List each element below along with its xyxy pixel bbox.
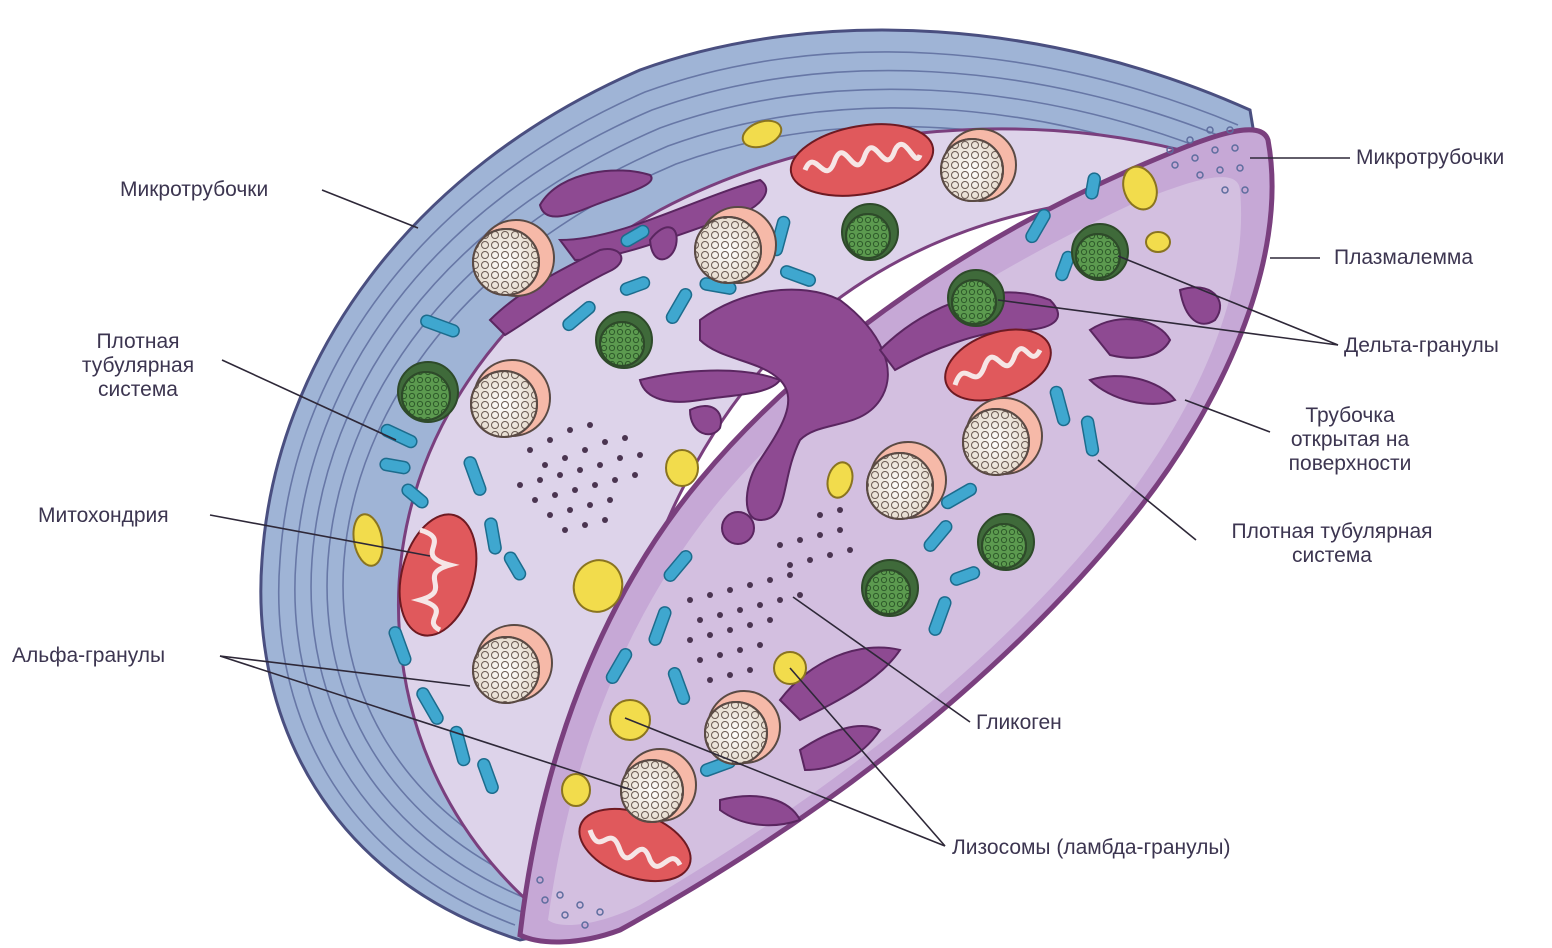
label-mitochondrion: Митохондрия (38, 504, 169, 528)
label-dense-tubular-left-1: Плотная (84, 330, 192, 354)
label-microtubules-left: Микротрубочки (120, 178, 268, 202)
label-open-canalicular-1: Трубочка (1270, 404, 1430, 428)
label-plasmalemma: Плазмалемма (1334, 246, 1473, 270)
label-microtubules-right: Микротрубочки (1356, 146, 1504, 170)
label-dense-tubular-right-2: система (1200, 544, 1464, 568)
label-alpha-granules: Альфа-гранулы (12, 644, 165, 668)
label-glycogen: Гликоген (976, 711, 1062, 735)
label-lysosomes: Лизосомы (ламбда-гранулы) (952, 836, 1231, 860)
label-dense-tubular-left-3: система (84, 378, 192, 402)
label-open-canalicular-3: поверхности (1262, 452, 1438, 476)
label-dense-tubular-left-2: тубулярная (70, 354, 206, 378)
label-delta-granules: Дельта-гранулы (1344, 334, 1499, 358)
label-open-canalicular-2: открытая на (1262, 428, 1438, 452)
label-dense-tubular-right-1: Плотная тубулярная (1200, 520, 1464, 544)
